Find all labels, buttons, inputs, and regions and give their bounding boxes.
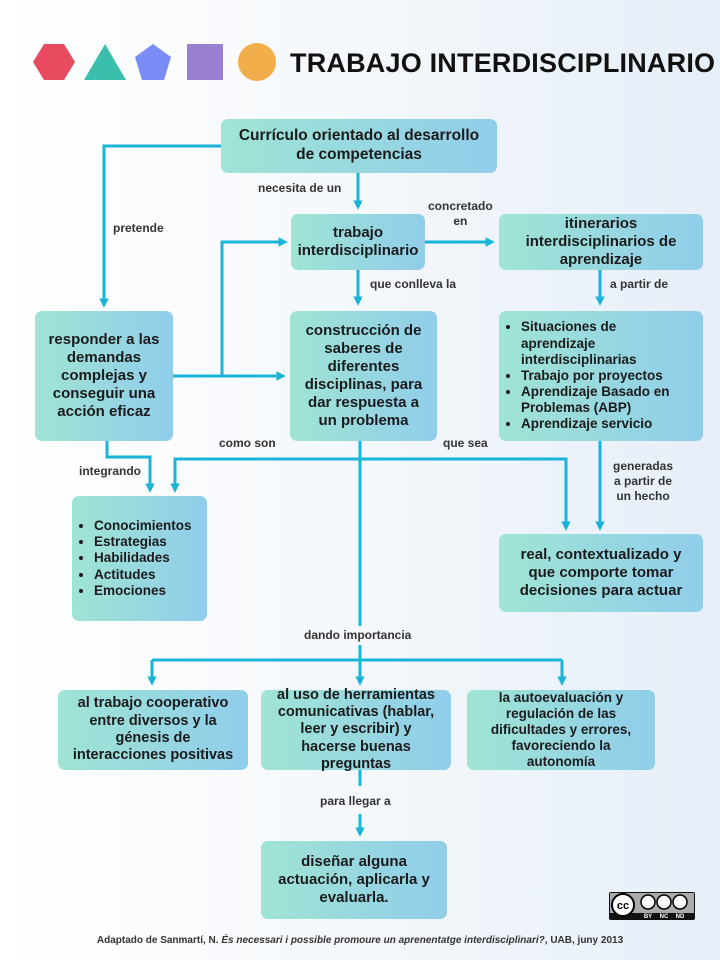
label-generadas: generadas a partir de un hecho — [613, 459, 673, 504]
box-herramientas: al uso de herramientas comunicativas (ha… — [261, 687, 451, 772]
svg-text:NC: NC — [660, 914, 669, 920]
label-necesita: necesita de un — [258, 181, 342, 195]
svg-text:ND: ND — [676, 914, 685, 920]
red-hexagon-icon — [33, 44, 75, 80]
footer-citation: Adaptado de Sanmartí, N. És necessari i … — [0, 935, 720, 946]
label-concretado: concretado en — [428, 199, 493, 229]
arrow-responder-conocimientos — [105, 441, 155, 493]
label-dando: dando importancia — [304, 628, 412, 642]
list-item: Situaciones de aprendizaje interdiscipli… — [521, 319, 693, 368]
list-item: Trabajo por proyectos — [521, 368, 693, 384]
box-trabajo-interdisciplinario: trabajo interdisciplinario — [291, 214, 425, 270]
arrow-que-sea — [360, 457, 571, 531]
footer-prefix: Adaptado de Sanmartí, N. — [96, 935, 222, 946]
list-item: Actitudes — [94, 567, 192, 583]
box-situaciones: Situaciones de aprendizaje interdiscipli… — [499, 311, 703, 441]
box-conocimientos: Conocimientos Estrategias Habilidades Ac… — [72, 496, 207, 621]
svg-text:BY: BY — [644, 914, 652, 920]
list-item: Aprendizaje servicio — [521, 416, 693, 432]
box-curriculo: Currículo orientado al desarrollo de com… — [221, 119, 497, 173]
decorative-shapes — [33, 43, 276, 81]
label-como-son: como son — [219, 436, 276, 450]
label-conlleva: que conlleva la — [370, 277, 457, 291]
arrow-como-son — [170, 457, 360, 493]
arrow-dando-branch — [152, 645, 562, 680]
box-construccion: construcción de saberes de diferentes di… — [290, 311, 437, 441]
label-que-sea: que sea — [443, 436, 488, 450]
box-autoevaluacion: la autoevaluación y regulación de las di… — [467, 690, 655, 770]
page-title: TRABAJO INTERDISCIPLINARIO — [290, 48, 716, 78]
label-para-llegar: para llegar a — [320, 794, 391, 808]
box-cooperativo: al trabajo cooperativo entre diversos y … — [58, 690, 248, 770]
cc-license-icon: cc BY NC ND — [610, 893, 694, 920]
label-integrando: integrando — [79, 464, 141, 478]
label-concretado-line2: en — [453, 214, 468, 228]
cc-license-badge[interactable]: cc BY NC ND — [609, 892, 695, 920]
footer-work-title: És necessari i possible promoure un apre… — [221, 935, 545, 946]
svg-text:cc: cc — [617, 900, 629, 912]
blue-pentagon-icon — [135, 44, 171, 80]
teal-triangle-icon — [84, 44, 126, 80]
box-real: real, contextualizado y que comporte tom… — [499, 534, 703, 612]
list-item: Estrategias — [94, 534, 192, 550]
footer-suffix: , UAB, juny 2013 — [544, 935, 624, 946]
arrow-curriculo-responder — [99, 144, 221, 308]
purple-square-icon — [187, 44, 223, 80]
list-item: Conocimientos — [94, 518, 192, 534]
situaciones-list: Situaciones de aprendizaje interdiscipli… — [503, 319, 693, 432]
label-generadas-line1: generadas — [613, 459, 674, 473]
list-item: Aprendizaje Basado en Problemas (ABP) — [521, 384, 693, 416]
orange-circle-icon — [238, 43, 276, 81]
label-pretende: pretende — [113, 221, 164, 235]
list-item: Emociones — [94, 583, 192, 599]
label-concretado-line1: concretado — [428, 199, 493, 213]
list-item: Habilidades — [94, 550, 192, 566]
arrow-responder-trabajo — [220, 237, 288, 376]
box-disenar: diseñar alguna actuación, aplicarla y ev… — [261, 841, 447, 919]
conocimientos-list: Conocimientos Estrategias Habilidades Ac… — [76, 518, 192, 599]
box-itinerarios: itinerarios interdisciplinarios de apren… — [499, 214, 703, 270]
label-generadas-line3: un hecho — [616, 489, 670, 503]
label-generadas-line2: a partir de — [614, 474, 673, 488]
label-a-partir: a partir de — [610, 277, 669, 291]
box-responder: responder a las demandas complejas y con… — [35, 311, 173, 441]
